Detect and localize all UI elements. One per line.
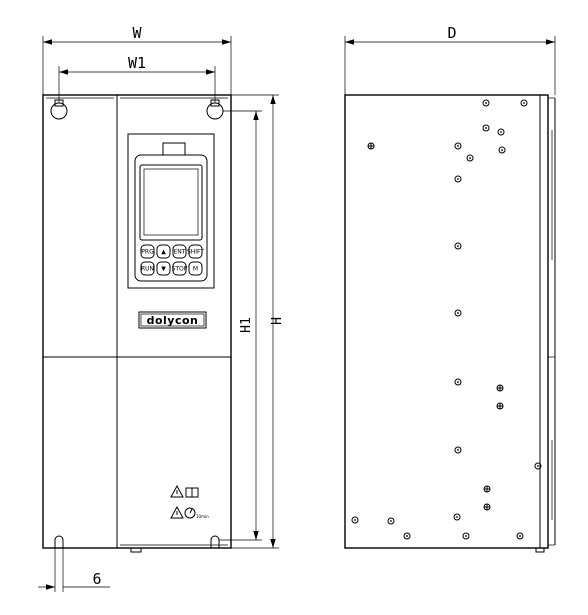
phillips-screw-icon [496, 384, 504, 392]
warning-discharge: 10min [170, 505, 209, 519]
screw-icon [466, 154, 474, 162]
keypad-key-run[interactable]: RUN [140, 261, 155, 276]
dimension-h1-label: H1 [239, 317, 254, 333]
dimension-hole-label: 6 [92, 570, 101, 588]
dimension-w1-label: W1 [128, 54, 146, 72]
keypad-panel: PRG ▲ ENT SHIFT RUN ▼ STOP M [127, 133, 215, 289]
screw-center [501, 149, 503, 151]
keypad-bezel [134, 154, 208, 282]
screw-icon [387, 517, 395, 525]
svg-text:M: M [193, 266, 198, 273]
keypad-key-ent[interactable]: ENT [172, 244, 187, 259]
screw-center [485, 127, 487, 129]
dimension-d-label: D [447, 24, 456, 42]
screw-center [457, 178, 459, 180]
svg-text:▼: ▼ [161, 266, 166, 273]
screw-icon [454, 175, 462, 183]
dimension-h-label: H [270, 317, 285, 325]
discharge-time-text: 10min [196, 514, 209, 519]
screw-icon [403, 532, 411, 540]
screw-center [354, 519, 356, 521]
warning-manual [170, 484, 199, 498]
screw-icon [454, 309, 462, 317]
phillips-screw-icon [496, 402, 504, 410]
svg-text:STOP: STOP [172, 266, 188, 273]
warning-triangle-icon [170, 484, 184, 498]
screw-center [500, 131, 502, 133]
screw-icon [351, 516, 359, 524]
lcd-screen-inner [143, 168, 199, 236]
screw-icon [497, 128, 505, 136]
dimension-w: W [42, 24, 232, 95]
keypad-key-m[interactable]: M [188, 261, 203, 276]
lcd-screen [139, 164, 203, 241]
dimension-d: D [344, 24, 556, 95]
brand-logo-text: dolycon [147, 314, 199, 327]
screw-icon [454, 242, 462, 250]
dimension-hole: 6 [38, 548, 110, 592]
screw-center [485, 102, 487, 104]
dimension-w-label: W [132, 24, 142, 42]
screw-center [456, 516, 458, 518]
screw-center [523, 102, 525, 104]
side-screws [351, 99, 542, 540]
keypad-key-stop[interactable]: STOP [172, 261, 188, 276]
svg-text:PRG: PRG [141, 249, 154, 256]
front-housing [42, 94, 232, 549]
keypad-key-shift[interactable]: SHIFT [187, 244, 204, 259]
phillips-screw-icon [367, 142, 375, 150]
screw-center [457, 381, 459, 383]
mounting-slot-bottom-right [210, 535, 220, 548]
keypad-key-up[interactable]: ▲ [156, 244, 171, 259]
side-housing [344, 94, 549, 549]
screw-icon [454, 142, 462, 150]
screw-center [537, 465, 539, 467]
screw-center [457, 145, 459, 147]
svg-text:ENT: ENT [174, 249, 186, 256]
screw-icon [516, 532, 524, 540]
front-view: PRG ▲ ENT SHIFT RUN ▼ STOP M dolycon [38, 24, 285, 592]
screw-center [390, 520, 392, 522]
brand-nameplate: dolycon [138, 311, 207, 329]
phillips-screw-icon [483, 485, 491, 493]
phillips-screw-icon [483, 503, 491, 511]
screw-icon [482, 124, 490, 132]
screw-center [465, 535, 467, 537]
dimension-h1: H1 [219, 110, 262, 541]
manual-book-icon [185, 487, 199, 498]
screw-icon [520, 99, 528, 107]
screw-center [457, 245, 459, 247]
side-view: D [344, 24, 556, 553]
keypad-frame [127, 133, 215, 289]
mounting-slot-bottom-left [54, 535, 64, 548]
screw-center [469, 157, 471, 159]
screw-center [457, 449, 459, 451]
keypad-key-prg[interactable]: PRG [140, 244, 155, 259]
keypad-key-down[interactable]: ▼ [156, 261, 171, 276]
screw-icon [453, 513, 461, 521]
svg-text:RUN: RUN [141, 266, 154, 273]
svg-text:SHIFT: SHIFT [187, 249, 204, 256]
screw-icon [534, 462, 542, 470]
screw-center [457, 312, 459, 314]
screw-center [406, 535, 408, 537]
dimension-h: H [231, 94, 285, 549]
screw-icon [498, 146, 506, 154]
svg-text:▲: ▲ [161, 249, 166, 256]
screw-center [519, 535, 521, 537]
screw-icon [482, 99, 490, 107]
warning-triangle-icon [170, 505, 184, 519]
screw-icon [454, 378, 462, 386]
keypad-latch [162, 142, 186, 155]
screw-icon [454, 446, 462, 454]
clock-icon [184, 507, 196, 519]
dimension-w1: W1 [58, 54, 216, 103]
screw-icon [462, 532, 470, 540]
